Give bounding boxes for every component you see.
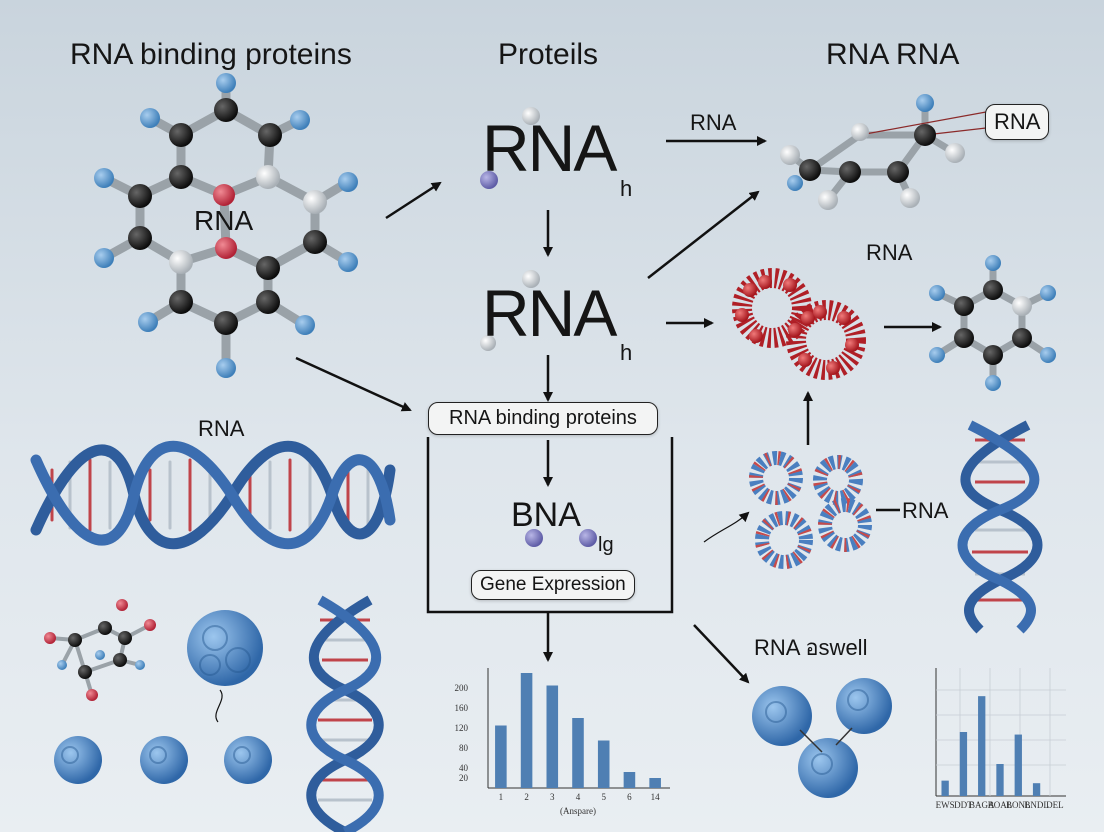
chart-bar [623,772,636,788]
chart-bar [495,725,507,788]
chart-x-tick: 4 [576,792,581,802]
flow-arrows [295,136,942,684]
blue-protein-right [798,738,858,798]
chart-bar [959,732,968,796]
horizontal-dna-helix [30,440,396,550]
chart-x-label: (Anspare) [560,806,596,816]
rna-swell-label: RNA อswell [754,635,868,660]
chart-y-tick: 80 [459,743,469,753]
chart-x-tick: 2 [524,792,529,802]
rna-binding-proteins-box: RNA binding proteins [428,402,658,435]
chart-x-tick: BOAL [988,800,1013,810]
small-molecule-bottom-left [44,599,156,701]
chart-bar [978,696,986,796]
blue-protein-small [224,736,272,784]
chart-bar [572,718,584,788]
chart-y-tick: 160 [455,703,469,713]
chart-bar [649,778,661,788]
chart-bar [996,764,1004,796]
atom-white [522,107,540,125]
chart-y-tick: 20 [459,773,469,783]
arrow-left-to-rna1 [385,181,442,220]
rna-subscript: h [620,176,633,201]
arrow-to-blue-proteins [693,624,750,684]
chart-bar [597,740,610,788]
chart-y-tick: 120 [455,723,469,733]
chart-x-tick: 6 [627,792,632,802]
small-curve-arrow [703,511,750,543]
top-right-molecule [780,94,987,210]
blue-protein-small [54,736,102,784]
chart-x-tick: 1 [499,792,504,802]
chart-x-tick: DEL [1046,800,1064,810]
small-ring-molecule [929,255,1056,391]
molecule-label: RNA [194,205,254,236]
title-center: Proteils [498,38,599,71]
hexagonal-molecule [94,73,358,378]
chart-y-tick: 40 [459,763,469,773]
gene-expression-box: Gene Expression [471,570,635,600]
arrow-rna2-to-topright [647,190,760,279]
arrow-rna-label: RNA [690,110,737,135]
chart-x-tick: EWS [936,800,955,810]
arrow-molecule-to-box [295,356,412,412]
atom-purple [525,529,543,547]
cluster-rna-label: RNA [902,498,949,523]
chart-x-tick: BONL [1006,800,1031,810]
central-box-outline [426,437,674,614]
blue-protein-right [752,686,812,746]
chart-x-tick: 14 [651,792,661,802]
vertical-dna-helix-left [306,595,384,832]
blue-protein-globules [54,610,892,798]
chart-x-tick: BAGA [969,800,995,810]
atom-white [480,335,496,351]
tiny-curve-arrow [215,689,223,723]
multicolor-clusters [749,451,872,569]
vertical-dna-helix-right [957,420,1043,634]
bna-subscript: lg [598,534,614,556]
atom-purple [480,171,498,189]
rna-label-large: RNA [482,111,617,185]
rna-label-large: RNA [482,276,617,350]
chart-bar [1032,783,1041,796]
chart-y-tick: 200 [455,683,469,693]
chart-bar [520,673,533,788]
chart-x-tick: DDT [954,800,973,810]
chart-x-tick: BNDL [1024,800,1049,810]
title-left: RNA binding proteins [70,38,352,71]
blue-protein-right [836,678,892,734]
title-right: RNA RNA [826,38,960,71]
chart-bar [546,685,559,788]
rna-middle-label: RNA [866,240,913,265]
atom-purple [579,529,597,547]
chart-x-tick: 5 [601,792,606,802]
bna-label: BNA [511,496,581,534]
chart-x-tick: 3 [550,792,555,802]
blue-protein-small [140,736,188,784]
rna-box-label: RNA [985,104,1050,140]
atom-white [522,270,540,288]
blue-protein-large [187,610,263,686]
red-protein-complex [732,268,866,380]
rna-subscript: h [620,340,633,365]
chart-bar [941,780,949,796]
chart-bar [1014,734,1022,796]
helix-label: RNA [198,416,245,441]
